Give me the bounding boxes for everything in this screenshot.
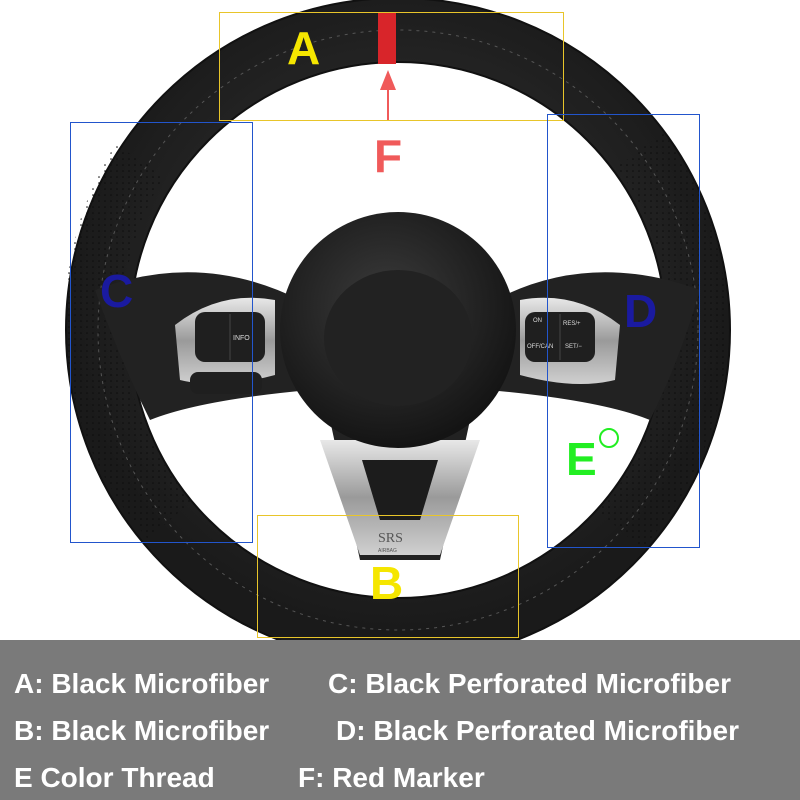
steering-wheel-photo: INFO ON RES/+ OFF/CAN SET/− SRS AIRBAG A… xyxy=(64,0,731,663)
bottom-center-insert xyxy=(362,460,438,520)
hub-logo-area xyxy=(324,270,472,406)
zone-c-box xyxy=(70,122,253,543)
steering-wheel-illustration: INFO ON RES/+ OFF/CAN SET/− SRS AIRBAG xyxy=(64,0,731,663)
callout-d-letter: D xyxy=(624,285,658,337)
legend-e: E Color Thread xyxy=(14,762,215,793)
zone-b-box xyxy=(257,515,519,638)
f-arrow-head xyxy=(380,70,396,90)
off-can-button-label: OFF/CAN xyxy=(527,344,553,350)
legend-d: D: Black Perforated Microfiber xyxy=(336,715,739,746)
legend-panel: A: Black Microfiber C: Black Perforated … xyxy=(0,640,800,800)
callout-f-letter: F xyxy=(374,130,403,182)
legend-c: C: Black Perforated Microfiber xyxy=(328,668,731,699)
airbag-label: AIRBAG xyxy=(378,548,397,554)
legend-f: F: Red Marker xyxy=(298,762,485,793)
srs-label: SRS xyxy=(378,531,403,546)
callout-a-letter: A xyxy=(287,22,321,74)
callout-b-letter: B xyxy=(370,557,404,609)
set-button-label: SET/− xyxy=(565,344,582,350)
red-marker-stripe xyxy=(378,12,396,64)
rim-stitching xyxy=(97,29,699,631)
callout-c-letter: C xyxy=(100,265,134,317)
perforated-grip-left xyxy=(64,144,192,540)
legend-b: B: Black Microfiber xyxy=(14,715,270,746)
perforated-grip-right xyxy=(598,132,728,550)
res-button-label: RES/+ xyxy=(563,321,581,327)
phone-button xyxy=(190,372,262,394)
info-button-label: INFO xyxy=(233,335,250,342)
legend-a: A: Black Microfiber xyxy=(14,668,270,699)
on-button-label: ON xyxy=(533,318,542,324)
e-marker-circle xyxy=(599,428,619,448)
zone-a-box xyxy=(219,12,564,121)
zone-d-box xyxy=(547,114,700,548)
callout-e-letter: E xyxy=(566,433,597,485)
